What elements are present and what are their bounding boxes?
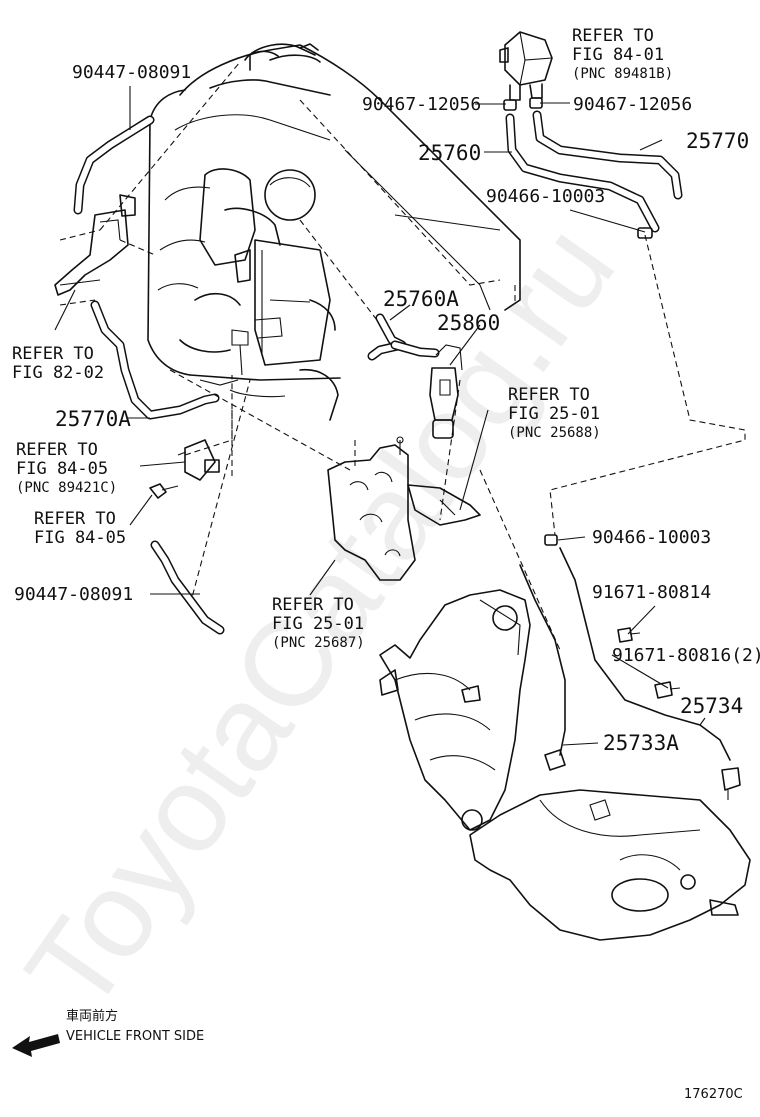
illustration-number: 176270C xyxy=(684,1087,743,1102)
label-90466-10003-mid: 90466-10003 xyxy=(592,527,711,548)
dash-line-1 xyxy=(59,229,101,241)
dash-line-5 xyxy=(184,375,233,456)
label-pnc-89421c: (PNC 89421C) xyxy=(16,480,117,496)
clip-90467-12056-left[interactable] xyxy=(503,99,517,111)
vehicle-front-jp: 車両前方 xyxy=(66,1008,118,1024)
label-25770A: 25770A xyxy=(55,407,131,431)
label-refer-to-82-02: REFER TO xyxy=(12,344,94,364)
label-fig-25-01-a: FIG 25-01 xyxy=(508,404,600,424)
label-90447-08091-bottom: 90447-08091 xyxy=(14,584,133,605)
dash-line-7 xyxy=(189,379,251,606)
label-25770: 25770 xyxy=(686,129,749,153)
label-25760A: 25760A xyxy=(383,287,459,311)
vsv-bracket-left[interactable] xyxy=(54,194,136,296)
sensor-25733A[interactable] xyxy=(519,564,566,771)
label-fig-84-05-a: FIG 84-05 xyxy=(16,459,108,479)
catalytic-converter-lower[interactable] xyxy=(469,789,751,941)
label-25860: 25860 xyxy=(437,311,500,335)
label-pnc-25687: (PNC 25687) xyxy=(272,635,365,651)
bolt-84-05[interactable] xyxy=(149,483,179,499)
hose-25760[interactable] xyxy=(505,113,660,233)
leader-lines xyxy=(54,86,706,746)
hose-25760A[interactable] xyxy=(367,313,440,361)
bracket-25687[interactable] xyxy=(327,436,416,581)
label-pnc-25688: (PNC 25688) xyxy=(508,425,601,441)
label-refer-to-25-01-b: REFER TO xyxy=(272,595,354,615)
front-arrow-icon xyxy=(12,1034,60,1057)
vacuum-hose-90447-08091-top[interactable] xyxy=(73,115,155,215)
bracket-25688[interactable] xyxy=(407,484,481,526)
label-25733A: 25733A xyxy=(603,731,679,755)
label-90466-10003-top: 90466-10003 xyxy=(486,186,605,207)
dash-line-3 xyxy=(119,239,156,256)
bolt-91671-80814[interactable] xyxy=(617,627,641,643)
label-90467-12056-right: 90467-12056 xyxy=(573,94,692,115)
label-25760: 25760 xyxy=(418,141,481,165)
dash-line-9 xyxy=(299,219,401,351)
label-fig-82-02: FIG 82-02 xyxy=(12,363,104,383)
engine-assembly[interactable] xyxy=(147,43,521,421)
label-refer-to-84-05-a: REFER TO xyxy=(16,440,98,460)
label-91671-80814: 91671-80814 xyxy=(592,582,711,603)
vacuum-hose-90447-08091-bottom[interactable] xyxy=(150,540,225,635)
exhaust-manifold-converter[interactable] xyxy=(379,589,531,831)
hose-25770A[interactable] xyxy=(90,300,220,420)
vsv-25860[interactable] xyxy=(429,344,463,439)
label-refer-to-84-01: REFER TO xyxy=(572,26,654,46)
vehicle-front-en: VEHICLE FRONT SIDE xyxy=(66,1029,204,1044)
dash-line-10 xyxy=(299,99,501,286)
label-refer-to-84-05-b: REFER TO xyxy=(34,509,116,529)
label-fig-25-01-b: FIG 25-01 xyxy=(272,614,364,634)
dash-line-11 xyxy=(549,234,746,536)
clip-90466-10003-top[interactable] xyxy=(637,227,653,239)
dash-line-4 xyxy=(59,299,96,306)
dash-line-8 xyxy=(169,369,351,471)
label-91671-80816: 91671-80816(2) xyxy=(612,645,760,666)
hose-25770[interactable] xyxy=(532,110,683,200)
sensor-25734[interactable] xyxy=(559,547,741,800)
label-pnc-89481b: (PNC 89481B) xyxy=(572,66,673,82)
label-refer-to-25-01-a: REFER TO xyxy=(508,385,590,405)
vsv-89481b[interactable] xyxy=(499,31,553,101)
label-90447-08091-top: 90447-08091 xyxy=(72,62,191,83)
label-fig-84-01: FIG 84-01 xyxy=(572,45,664,65)
label-fig-84-05-b: FIG 84-05 xyxy=(34,528,126,548)
label-25734: 25734 xyxy=(680,694,743,718)
map-sensor-89421c[interactable] xyxy=(177,439,220,481)
clip-90466-10003-mid[interactable] xyxy=(544,534,558,546)
label-90467-12056-left: 90467-12056 xyxy=(362,94,481,115)
dash-line-2 xyxy=(99,61,241,231)
bolt-91671-80816[interactable] xyxy=(654,681,681,699)
dash-line-13 xyxy=(479,469,561,651)
